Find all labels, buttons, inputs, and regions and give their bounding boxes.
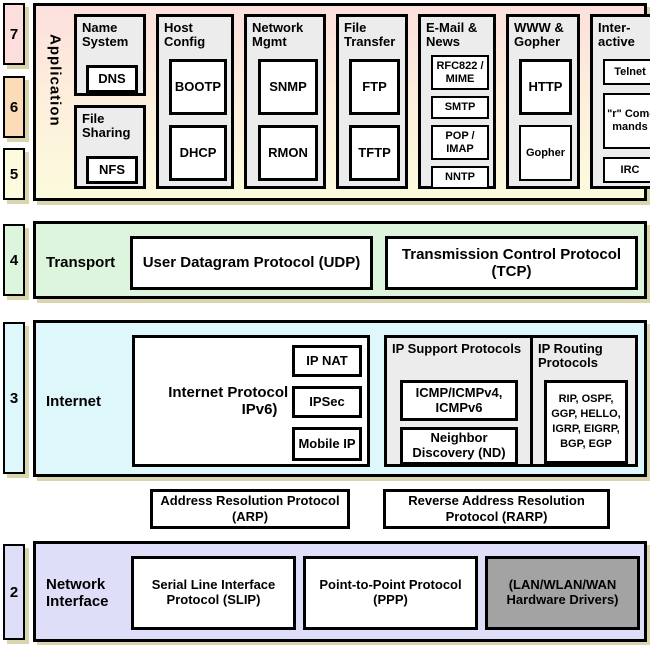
- protocol-routing-list[interactable]: RIP, OSPF, GGP, HELLO, IGRP, EIGRP, BGP,…: [544, 380, 628, 464]
- group-ip-support-protocols-title: IP Support Protocols: [392, 341, 522, 356]
- group-file-transfer-title: File Transfer: [344, 20, 396, 50]
- protocol-http[interactable]: HTTP: [519, 59, 572, 115]
- protocol-pop-imap[interactable]: POP / IMAP: [431, 125, 489, 160]
- network-interface-layer-panel: Network Interface Serial Line Interface …: [33, 541, 647, 642]
- layer-number-6-label: 6: [9, 98, 19, 116]
- application-layer-panel: Application Name System DNS File Sharing…: [33, 3, 650, 201]
- group-interactive: Inter-active Telnet "r" Com-mands IRC: [590, 14, 650, 189]
- layer-number-5: 5: [3, 148, 25, 200]
- protocol-bootp[interactable]: BOOTP: [169, 59, 227, 115]
- protocol-nfs[interactable]: NFS: [86, 156, 138, 184]
- protocol-dns[interactable]: DNS: [86, 65, 138, 93]
- group-interactive-title: Inter-active: [598, 20, 635, 50]
- group-network-mgmt-title: Network Mgmt: [252, 20, 304, 50]
- protocol-neighbor-discovery[interactable]: Neighbor Discovery (ND): [400, 427, 518, 465]
- layer-number-3: 3: [3, 322, 25, 474]
- internet-layer-panel: Internet Internet Protocol (IP/IPv4, IPv…: [33, 320, 647, 477]
- protocol-r-commands[interactable]: "r" Com-mands: [603, 93, 650, 149]
- group-host-config-title: Host Config: [164, 20, 206, 50]
- protocol-nntp[interactable]: NNTP: [431, 166, 489, 189]
- layer-number-4-label: 4: [9, 251, 19, 269]
- group-file-sharing: File Sharing NFS: [74, 105, 146, 189]
- protocol-tcp[interactable]: Transmission Control Protocol (TCP): [385, 236, 638, 290]
- protocol-arp[interactable]: Address Resolution Protocol (ARP): [150, 489, 350, 529]
- transport-layer-label: Transport: [46, 254, 116, 271]
- protocol-mobile-ip[interactable]: Mobile IP: [292, 427, 362, 461]
- group-ip-routing-protocols: IP Routing Protocols RIP, OSPF, GGP, HEL…: [530, 335, 638, 467]
- group-www-gopher-title: WWW & Gopher: [514, 20, 564, 50]
- internet-layer-label: Internet: [46, 393, 102, 410]
- protocol-ip-nat[interactable]: IP NAT: [292, 345, 362, 377]
- protocol-icmp[interactable]: ICMP/ICMPv4, ICMPv6: [400, 380, 518, 421]
- group-name-system-title: Name System: [82, 20, 129, 50]
- protocol-rfc822-mime[interactable]: RFC822 / MIME: [431, 55, 489, 90]
- layer-number-6: 6: [3, 76, 25, 138]
- protocol-snmp[interactable]: SNMP: [258, 59, 318, 115]
- group-www-gopher: WWW & Gopher HTTP Gopher: [506, 14, 580, 189]
- protocol-hardware-drivers[interactable]: (LAN/WLAN/WAN Hardware Drivers): [485, 556, 640, 630]
- protocol-telnet[interactable]: Telnet: [603, 59, 650, 85]
- protocol-smtp[interactable]: SMTP: [431, 96, 489, 119]
- protocol-rmon[interactable]: RMON: [258, 125, 318, 181]
- layer-number-2: 2: [3, 544, 25, 640]
- layer-number-2-label: 2: [9, 583, 19, 601]
- application-layer-label: Application: [46, 34, 64, 127]
- protocol-ppp[interactable]: Point-to-Point Protocol (PPP): [303, 556, 478, 630]
- protocol-tftp[interactable]: TFTP: [349, 125, 400, 181]
- layer-number-5-label: 5: [9, 165, 19, 183]
- protocol-slip[interactable]: Serial Line Interface Protocol (SLIP): [131, 556, 296, 630]
- group-name-system: Name System DNS: [74, 14, 146, 96]
- layer-number-3-label: 3: [9, 389, 19, 407]
- protocol-rarp[interactable]: Reverse Address Resolution Protocol (RAR…: [383, 489, 610, 529]
- protocol-gopher[interactable]: Gopher: [519, 125, 572, 181]
- group-network-mgmt: Network Mgmt SNMP RMON: [244, 14, 326, 189]
- group-ip-support-protocols: IP Support Protocols ICMP/ICMPv4, ICMPv6…: [384, 335, 534, 467]
- protocol-irc[interactable]: IRC: [603, 157, 650, 183]
- group-email-news-title: E-Mail & News: [426, 20, 478, 50]
- network-interface-layer-label: Network Interface: [46, 576, 109, 611]
- protocol-udp[interactable]: User Datagram Protocol (UDP): [130, 236, 373, 290]
- group-file-sharing-title: File Sharing: [82, 111, 131, 141]
- group-email-news: E-Mail & News RFC822 / MIME SMTP POP / I…: [418, 14, 496, 189]
- protocol-ipsec[interactable]: IPSec: [292, 386, 362, 418]
- layer-number-7: 7: [3, 3, 25, 65]
- transport-layer-panel: Transport User Datagram Protocol (UDP) T…: [33, 221, 647, 299]
- group-host-config: Host Config BOOTP DHCP: [156, 14, 234, 189]
- group-file-transfer: File Transfer FTP TFTP: [336, 14, 408, 189]
- group-ip-routing-protocols-title: IP Routing Protocols: [538, 341, 603, 371]
- layer-number-4: 4: [3, 224, 25, 296]
- layer-number-7-label: 7: [9, 25, 19, 43]
- protocol-ftp[interactable]: FTP: [349, 59, 400, 115]
- protocol-dhcp[interactable]: DHCP: [169, 125, 227, 181]
